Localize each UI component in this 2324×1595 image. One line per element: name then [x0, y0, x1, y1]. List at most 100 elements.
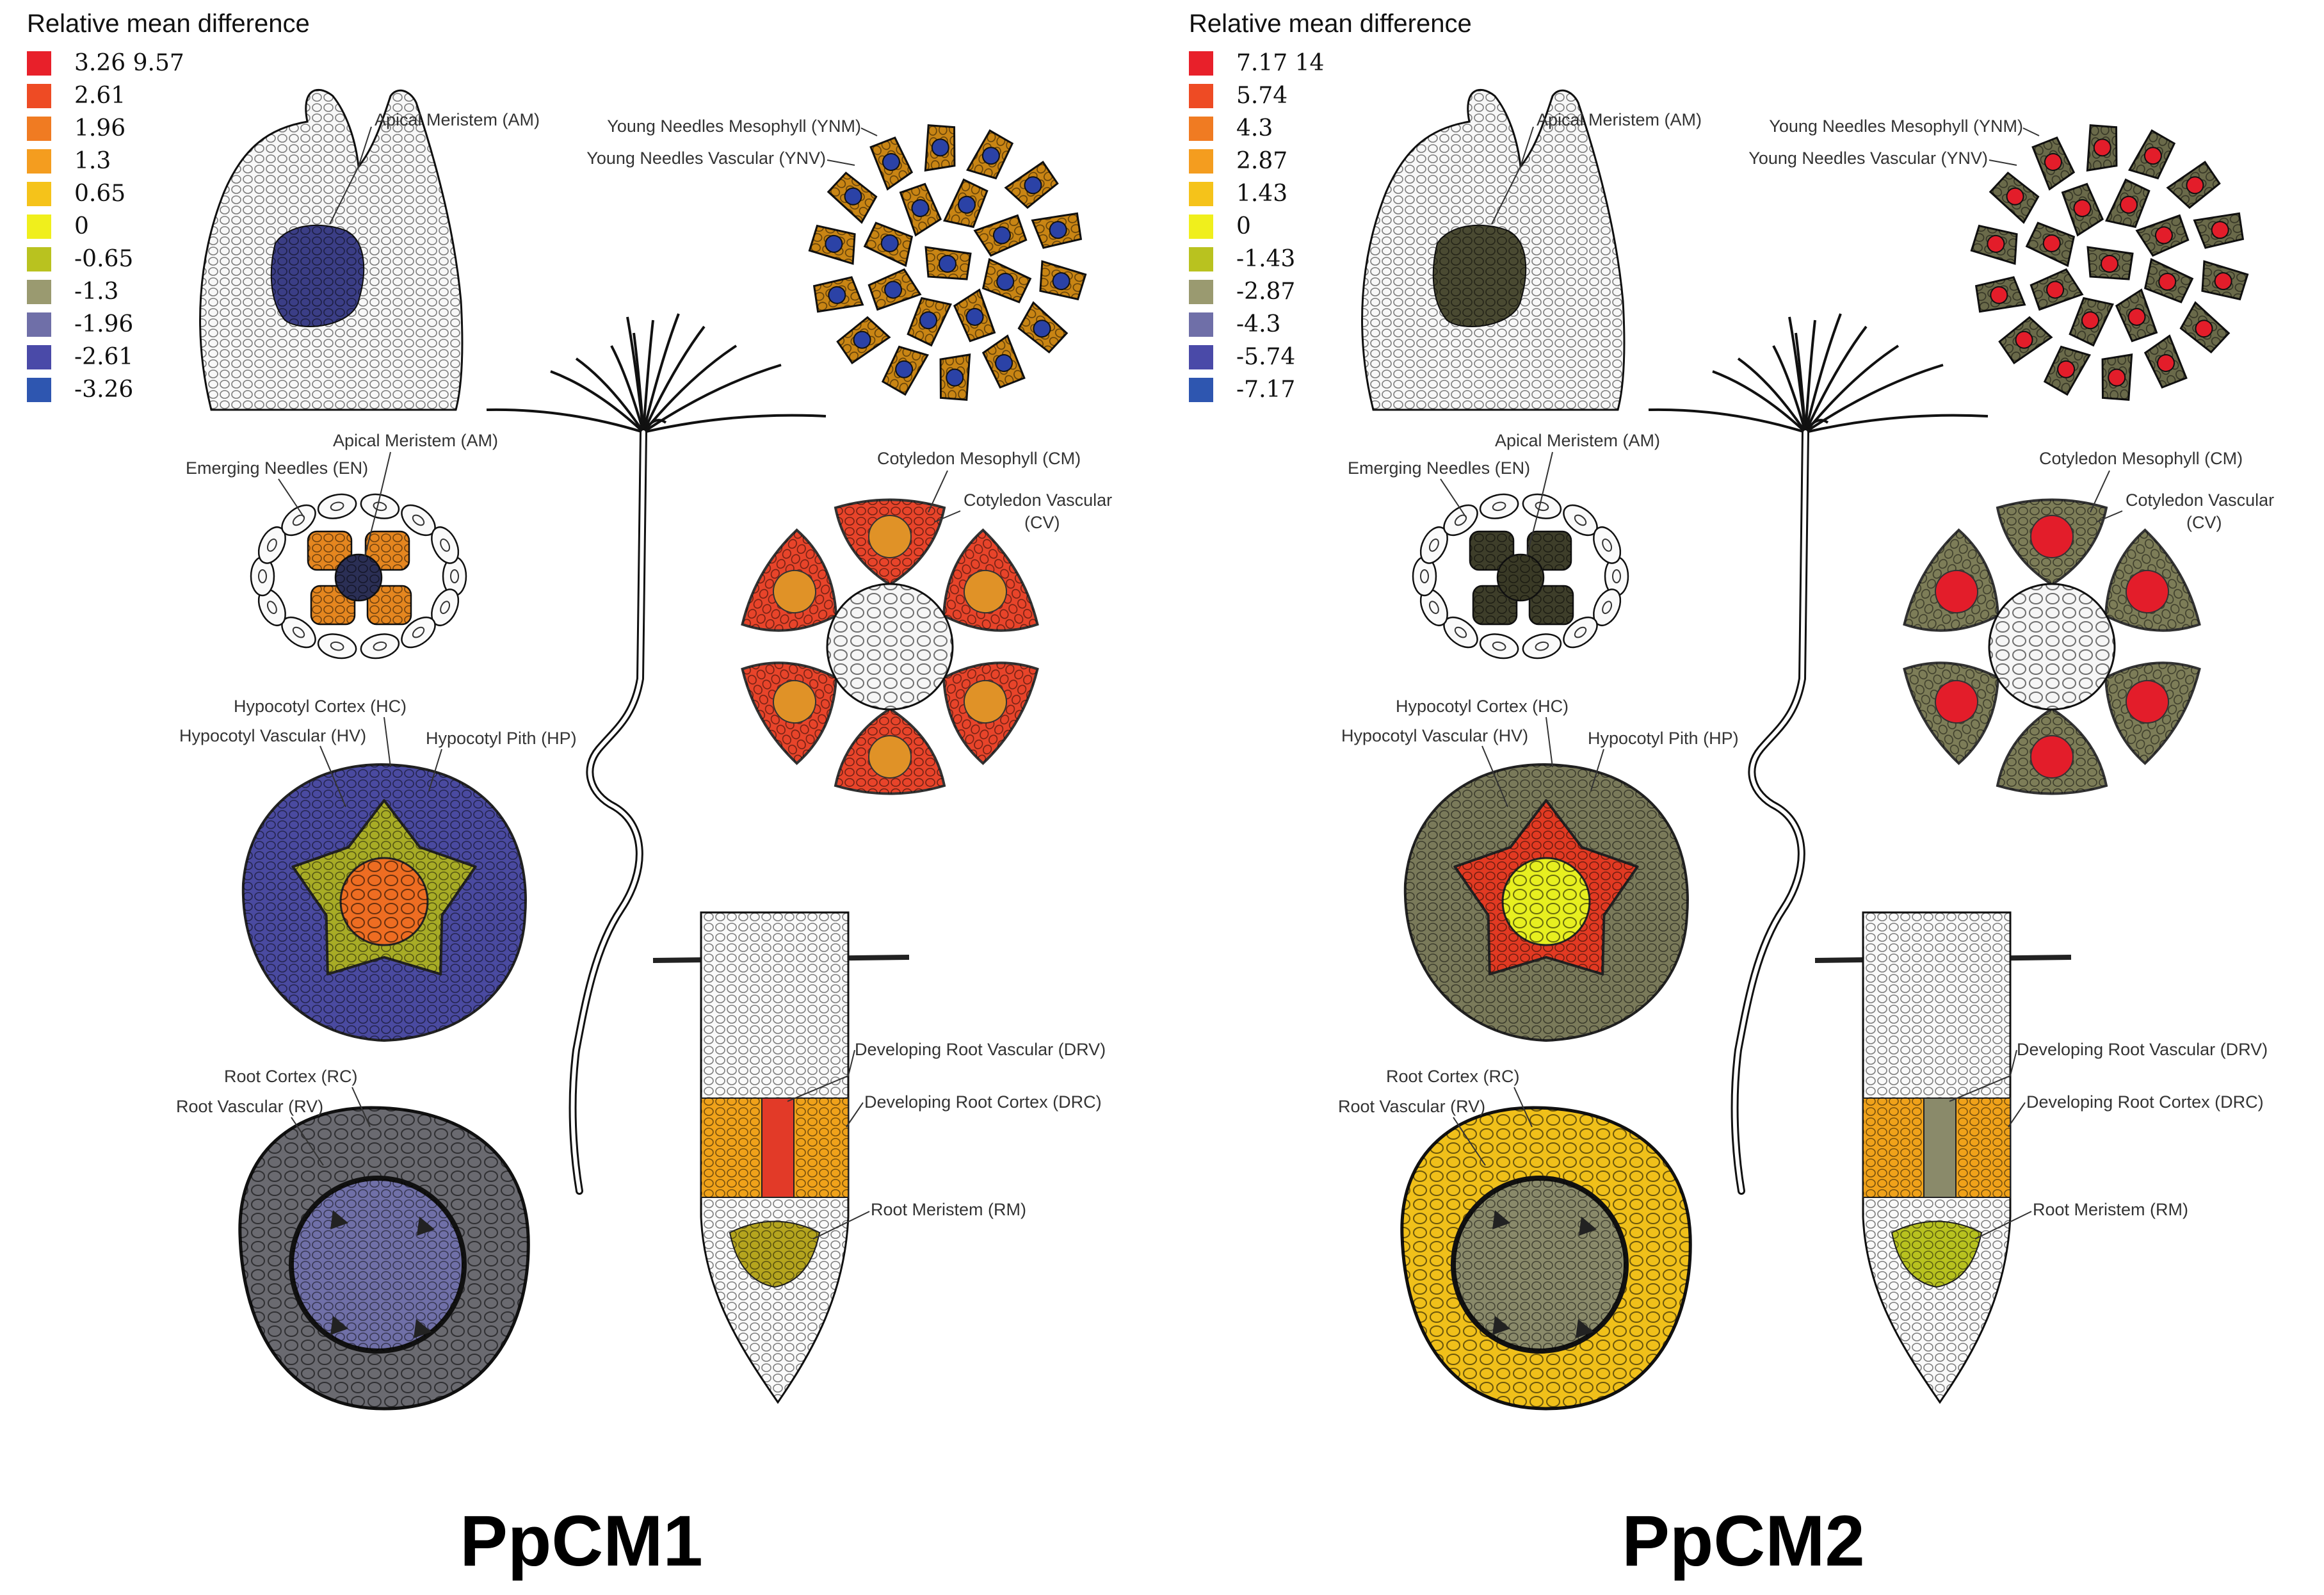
legend-swatch: [27, 378, 51, 402]
yn-needle: [2086, 246, 2134, 280]
xylem-pole: [414, 1319, 432, 1338]
leader-line: [1453, 1117, 1486, 1166]
legend-swatch: [1189, 378, 1213, 402]
en-needle-outline: [360, 633, 400, 660]
yn-needle: [881, 345, 930, 396]
leader-line: [291, 1117, 324, 1166]
seedling-stem: [1731, 428, 1809, 1195]
label-young-needles-mesophyll: Young Needles Mesophyll (YNM): [607, 117, 861, 136]
yn-needle: [981, 334, 1026, 389]
legend-swatch: [27, 84, 51, 108]
en-needle-core: [373, 501, 387, 512]
legend-value: 0: [74, 213, 89, 239]
en-needle-core: [1602, 601, 1613, 614]
legend-title: Relative mean difference: [27, 10, 310, 38]
seedling-needle: [1804, 364, 1944, 433]
label-yn: Young Needles Mesophyll (YNM) Young Needl…: [586, 117, 878, 168]
ynv-vascular: [2042, 234, 2061, 252]
label-cot: Cotyledon Mesophyll (CM)Cotyledon Vascul…: [877, 449, 1112, 532]
legend-value: 1.96: [74, 115, 125, 142]
ynv-vascular: [981, 147, 1000, 165]
ynv-vascular: [2046, 280, 2065, 299]
legend-value: 4.3: [1236, 115, 1273, 142]
en-needle-core: [1535, 501, 1549, 512]
en-needle-core: [412, 514, 425, 526]
legend-value: 2.87: [1236, 148, 1287, 174]
apical-meristem-longitudinal: [199, 89, 464, 411]
yn-needle: [2166, 161, 2221, 209]
en-needle-outline: [1419, 526, 1448, 564]
en-needle-core: [266, 601, 277, 614]
root-tip: [652, 911, 910, 1404]
xylem-pole: [1576, 1319, 1594, 1338]
seedling-needle: [1788, 316, 1807, 433]
legend-swatch: [1189, 247, 1213, 271]
yn-needle: [2069, 296, 2115, 347]
en-needle-core: [440, 538, 451, 552]
ynv-vascular: [958, 195, 976, 214]
ynv-vascular: [2108, 368, 2126, 387]
cotyledon-needle: [741, 528, 838, 632]
root-section: [238, 1106, 530, 1411]
hypocotyl-section: [1403, 763, 1689, 1042]
seedling-needle: [626, 316, 645, 433]
rm-cells: [730, 1221, 819, 1287]
root-tip: [1814, 911, 2072, 1404]
yn-needle: [863, 222, 914, 268]
seedling-drawing: [1648, 313, 1989, 1195]
label-young-needles-vascular: Young Needles Vascular (YNV): [586, 149, 826, 168]
ynv-vascular: [2186, 176, 2204, 195]
cotyledon-section: [741, 498, 1039, 795]
label-root-vascular: Root Vascular (RV): [176, 1097, 323, 1116]
leader-line: [1989, 159, 2017, 166]
drv-vascular: [1923, 1097, 1957, 1198]
label-cot: Cotyledon Mesophyll (CM)Cotyledon Vascul…: [2039, 449, 2274, 532]
ynv-vascular: [2214, 272, 2232, 291]
leader-line: [934, 510, 961, 522]
ynv-vascular: [995, 353, 1013, 372]
label-hypocotyl-vascular: Hypocotyl Vascular (HV): [1341, 726, 1528, 745]
ynv-vascular: [2143, 147, 2162, 165]
en-needle-core: [1535, 641, 1549, 651]
ynv-vascular: [1024, 176, 1042, 195]
yn-needle: [2101, 353, 2133, 401]
legend-value: 0.65: [74, 181, 125, 207]
legend-value: -1.3: [74, 279, 118, 305]
label-apical-meristem: Apical Meristem (AM): [375, 110, 540, 129]
seedling-needle: [1772, 345, 1807, 433]
cv-vascular: [868, 735, 912, 779]
en-outer-needle: [1593, 526, 1622, 564]
leader-line: [278, 478, 305, 518]
label-emerging-needles: Emerging Needles (EN): [1348, 458, 1530, 478]
yn-needle: [1017, 301, 1069, 354]
legend-swatch: [27, 149, 51, 174]
en-needle-outline: [401, 616, 436, 649]
yn-needle: [2127, 129, 2176, 180]
label-root-vascular: Root Vascular (RV): [1338, 1097, 1485, 1116]
yn-needle: [2143, 334, 2188, 389]
ynv-vascular: [1052, 272, 1070, 291]
yn-needle: [1998, 316, 2053, 365]
en-outer-needle: [401, 616, 436, 649]
leader-line: [827, 159, 855, 166]
en-tissue-cells: [367, 586, 411, 624]
legend-value: -3.26: [74, 376, 133, 403]
legend-value: -1.96: [74, 311, 133, 337]
yn-needle: [2043, 345, 2092, 396]
ynv-vascular: [1987, 234, 2005, 253]
ynv-vascular: [965, 307, 984, 326]
label-am: Apical Meristem (AM): [1491, 110, 1702, 225]
am-section-core-cells: [335, 555, 382, 601]
root-section: [1400, 1106, 1692, 1411]
en-outer-needle: [431, 588, 460, 626]
ynv-vascular: [2081, 311, 2099, 330]
legend-swatch: [1189, 215, 1213, 239]
en-needle-outline: [1593, 588, 1622, 626]
label-cotyledon-vascular-abbr: (CV): [2186, 513, 2222, 532]
legend-swatch: [1189, 345, 1213, 369]
seedling-needle: [642, 325, 706, 433]
cotyledon-needle: [1903, 661, 2000, 765]
legend-value: -5.74: [1236, 344, 1295, 370]
